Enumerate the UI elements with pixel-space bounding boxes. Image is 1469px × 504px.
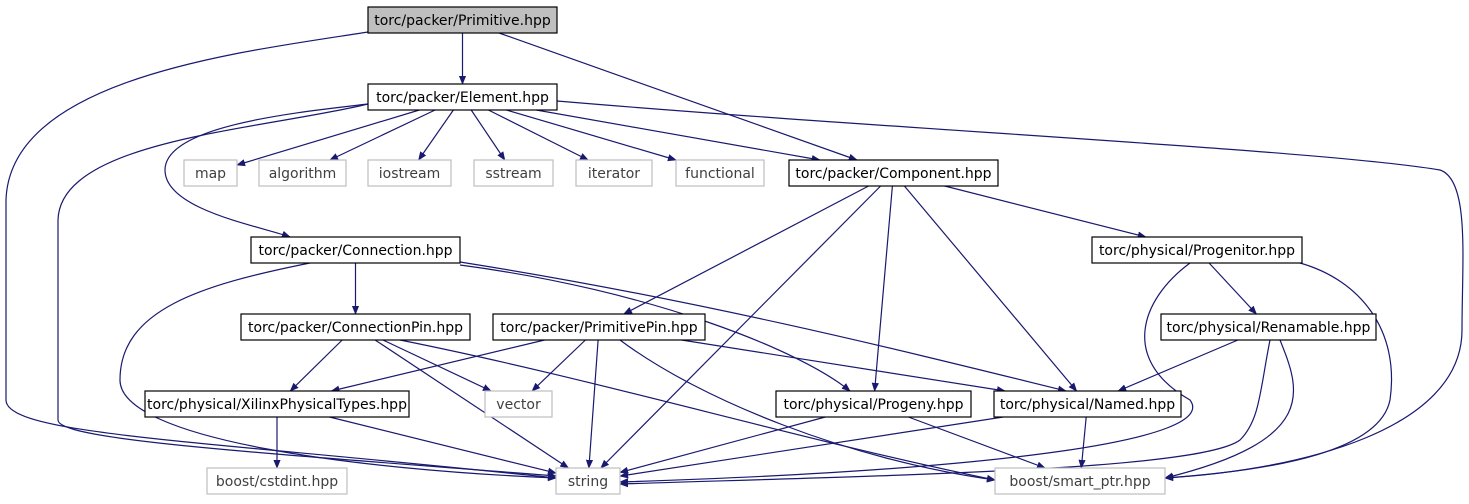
node-renamable-hpp[interactable]: torc/physical/Renamable.hpp — [1160, 313, 1377, 341]
edge-component-to-string — [600, 185, 882, 469]
edge-progeny-to-string — [619, 416, 826, 474]
edge-xilinx-to-string — [329, 416, 557, 475]
node-label: torc/physical/Renamable.hpp — [1167, 320, 1371, 336]
edge-progenitor-to-renamable — [1208, 262, 1258, 315]
edge-connection-to-string — [119, 262, 557, 482]
node-progenitor-hpp[interactable]: torc/physical/Progenitor.hpp — [1091, 236, 1303, 264]
node-sstream: sstream — [473, 159, 554, 187]
node-map: map — [183, 159, 238, 187]
node-iostream: iostream — [367, 159, 452, 187]
node-algorithm: algorithm — [258, 159, 347, 187]
edge-component-to-named — [903, 185, 1078, 392]
node-vector: vector — [484, 390, 553, 418]
edges — [5, 31, 1464, 488]
node-primitivepin-hpp[interactable]: torc/packer/PrimitivePin.hpp — [492, 313, 706, 341]
node-xilinxphysicaltypes-hpp[interactable]: torc/physical/XilinxPhysicalTypes.hpp — [144, 390, 410, 418]
edge-element-to-algorithm — [329, 109, 436, 161]
node-label: sstream — [485, 166, 541, 182]
node-boost-cstdint: boost/cstdint.hpp — [206, 467, 348, 495]
node-connectionpin-hpp[interactable]: torc/packer/ConnectionPin.hpp — [240, 313, 471, 341]
node-boost-smart-ptr: boost/smart_ptr.hpp — [994, 467, 1166, 495]
node-progeny-hpp[interactable]: torc/physical/Progeny.hpp — [775, 390, 972, 418]
node-label: boost/cstdint.hpp — [216, 474, 338, 490]
edge-connection-to-progeny — [459, 264, 851, 392]
node-label: functional — [685, 166, 755, 182]
node-label: torc/physical/Progeny.hpp — [784, 397, 964, 413]
node-label: torc/physical/Named.hpp — [1000, 397, 1175, 413]
node-label: vector — [496, 397, 541, 413]
edge-named-to-smartptr — [1078, 416, 1087, 469]
node-label: algorithm — [269, 166, 337, 182]
edge-primitivepin-to-smartptr — [619, 339, 996, 483]
edge-progeny-to-smartptr — [908, 416, 1046, 469]
node-named-hpp[interactable]: torc/physical/Named.hpp — [993, 390, 1182, 418]
node-primitive-hpp[interactable]: torc/packer/Primitive.hpp — [367, 6, 558, 34]
node-string: string — [555, 467, 621, 495]
edge-component-to-progenitor — [944, 185, 1147, 239]
node-label: torc/packer/Primitive.hpp — [374, 13, 551, 29]
node-connection-hpp[interactable]: torc/packer/Connection.hpp — [250, 236, 461, 264]
node-label: torc/packer/ConnectionPin.hpp — [248, 320, 463, 336]
node-element-hpp[interactable]: torc/packer/Element.hpp — [367, 83, 558, 111]
edge-renamable-to-smartptr — [1164, 339, 1295, 480]
edge-connection-to-named — [459, 261, 1067, 393]
edge-connectionpin-to-smartptr — [399, 339, 996, 482]
edge-primitivepin-to-xilinx — [330, 339, 545, 393]
edge-primitivepin-to-string — [585, 339, 599, 469]
edge-element-to-smartptr — [556, 100, 1464, 482]
edge-renamable-to-named — [1117, 339, 1239, 392]
node-label: torc/packer/Element.hpp — [376, 90, 549, 106]
edge-element-to-iterator — [488, 109, 589, 161]
node-label: torc/packer/Connection.hpp — [258, 243, 452, 259]
edge-primitivepin-to-named — [681, 339, 1006, 394]
edge-component-to-primitivepin — [623, 185, 869, 315]
edge-connectionpin-to-xilinx — [289, 339, 343, 392]
node-label: iterator — [588, 166, 640, 182]
edge-element-to-component — [536, 109, 821, 163]
edge-progenitor-to-smartptr — [1164, 262, 1393, 482]
node-functional: functional — [675, 159, 765, 187]
node-label: torc/physical/Progenitor.hpp — [1099, 243, 1295, 259]
node-label: string — [568, 474, 608, 490]
edge-element-to-map — [236, 109, 420, 167]
nodes: torc/packer/Primitive.hpp torc/packer/El… — [144, 6, 1377, 495]
edge-renamable-to-string — [619, 339, 1271, 488]
node-label: torc/packer/PrimitivePin.hpp — [500, 320, 698, 336]
node-label: torc/physical/XilinxPhysicalTypes.hpp — [147, 397, 407, 413]
edge-connectionpin-to-string — [374, 339, 570, 469]
edge-element-to-sstream — [470, 109, 506, 161]
node-component-hpp[interactable]: torc/packer/Component.hpp — [788, 159, 999, 187]
edge-element-to-iostream — [418, 109, 454, 161]
edge-progenitor-to-string — [619, 262, 1194, 486]
edge-element-to-connection — [164, 103, 369, 238]
node-label: iostream — [379, 166, 441, 182]
edge-component-to-progeny — [871, 185, 893, 392]
node-iterator: iterator — [575, 159, 653, 187]
edge-element-to-functional — [506, 109, 677, 162]
edge-primitive-to-component — [498, 32, 858, 161]
node-label: boost/smart_ptr.hpp — [1009, 474, 1150, 490]
node-label: torc/packer/Component.hpp — [795, 166, 991, 182]
node-label: map — [195, 166, 226, 182]
edge-named-to-string — [619, 416, 1004, 479]
edge-primitivepin-to-vector — [531, 339, 586, 392]
